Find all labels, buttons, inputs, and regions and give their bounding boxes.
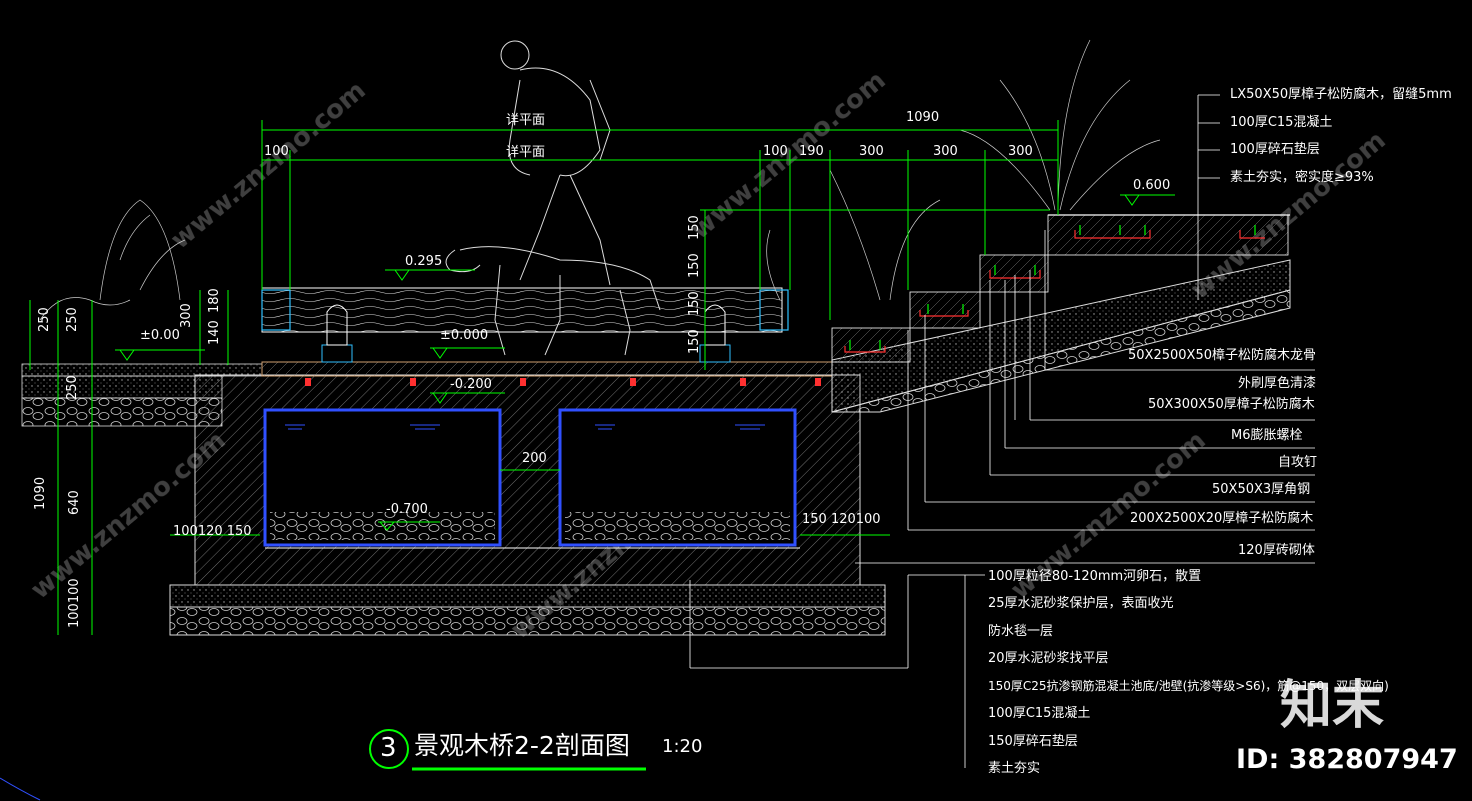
title-number: 3 — [380, 733, 397, 763]
elev-0600: 0.600 — [1133, 178, 1171, 193]
edge-curve — [0, 777, 41, 801]
dim-300-b: 300 — [933, 144, 958, 159]
callout-top-3: 100厚碎石垫层 — [1230, 142, 1320, 157]
dim-1090-left: 1090 — [33, 476, 48, 510]
dim-150-d: 150 — [687, 329, 702, 354]
dim-250-outer: 250 — [37, 307, 52, 332]
dim-300: 300 — [179, 303, 194, 328]
dim-100-120-150: 100120 150 — [173, 524, 252, 539]
person-dog-sketch — [445, 40, 661, 356]
dim-200: 200 — [522, 451, 547, 466]
elev-m0700: -0.700 — [386, 502, 428, 517]
callout-bottom-5: 150厚C25抗渗钢筋混凝土池底/池壁(抗渗等级>S6)，筋@150，双层双向) — [988, 679, 1389, 693]
right-slope — [831, 214, 1291, 413]
callout-right-1: 50X2500X50樟子松防腐木龙骨 — [1128, 348, 1316, 363]
callout-right-8: 120厚砖砌体 — [1238, 543, 1315, 558]
dim-250-lower: 250 — [65, 375, 80, 400]
elev-0295: 0.295 — [405, 254, 443, 269]
dim-plan-ref-2: 详平面 — [506, 145, 546, 160]
callout-bottom-1: 100厚粒径80-120mm河卵石，散置 — [988, 569, 1202, 584]
svg-text:www.znzmo.com: www.znzmo.com — [165, 75, 371, 255]
dim-150-c: 150 — [687, 291, 702, 316]
pool-structure — [169, 374, 886, 636]
dim-180: 180 — [207, 288, 222, 313]
callout-bottom-3: 防水毯一层 — [988, 624, 1054, 639]
callout-right-5: 自攻钉 — [1278, 455, 1318, 470]
dim-100100: 100100 — [67, 578, 82, 628]
callout-right-2: 外刷厚色清漆 — [1238, 376, 1317, 391]
callout-right-6: 50X50X3厚角钢 — [1212, 482, 1311, 497]
callout-right-4: M6膨胀螺栓 — [1231, 428, 1303, 443]
callout-right-3: 50X300X50厚樟子松防腐木 — [1148, 397, 1315, 412]
dim-150-120-100: 150 120100 — [802, 512, 881, 527]
callout-bottom-4: 20厚水泥砂浆找平层 — [988, 651, 1109, 666]
callout-bottom-8: 素土夯实 — [988, 761, 1041, 776]
title-name: 景观木桥2-2剖面图 — [414, 731, 630, 760]
dim-overall-1090: 1090 — [906, 110, 940, 125]
dim-plan-ref-1: 详平面 — [506, 113, 546, 128]
dim-140: 140 — [207, 320, 222, 345]
dim-300-c: 300 — [1008, 144, 1033, 159]
title-graphic — [369, 729, 646, 771]
callout-bottom-2: 25厚水泥砂浆保护层，表面收光 — [988, 596, 1174, 611]
dim-640: 640 — [67, 490, 82, 515]
left-ground — [21, 363, 263, 427]
leader-lines — [689, 94, 1315, 768]
callout-top-1: LX50X50厚樟子松防腐木，留缝5mm — [1230, 87, 1452, 102]
bridge-deck — [261, 287, 833, 386]
callout-bottom-7: 150厚碎石垫层 — [988, 734, 1078, 749]
elev-m0200: -0.200 — [450, 377, 492, 392]
dim-190: 190 — [799, 144, 824, 159]
callout-bottom-6: 100厚C15混凝土 — [988, 706, 1091, 721]
elevation-markers — [115, 194, 1175, 531]
watermark-brand: 知末 — [1280, 676, 1385, 736]
callout-right-7: 200X2500X20厚樟子松防腐木 — [1130, 511, 1314, 526]
dim-100-right: 100 — [763, 144, 788, 159]
title-scale: 1:20 — [662, 736, 703, 757]
elev-000-mid: ±0.000 — [440, 328, 489, 343]
dim-150-b: 150 — [687, 253, 702, 278]
elev-000-left: ±0.00 — [140, 328, 180, 343]
dim-150-a: 150 — [687, 215, 702, 240]
watermark-id: ID: 382807947 — [1236, 744, 1458, 775]
dimension-lines — [29, 120, 1059, 635]
callout-top-2: 100厚C15混凝土 — [1230, 115, 1333, 130]
dim-100-left: 100 — [264, 144, 289, 159]
callout-top-4: 素土夯实，密实度≥93% — [1230, 170, 1374, 185]
dim-250-inner: 250 — [65, 307, 80, 332]
plant-sketches — [39, 39, 1161, 321]
dim-300-a: 300 — [859, 144, 884, 159]
